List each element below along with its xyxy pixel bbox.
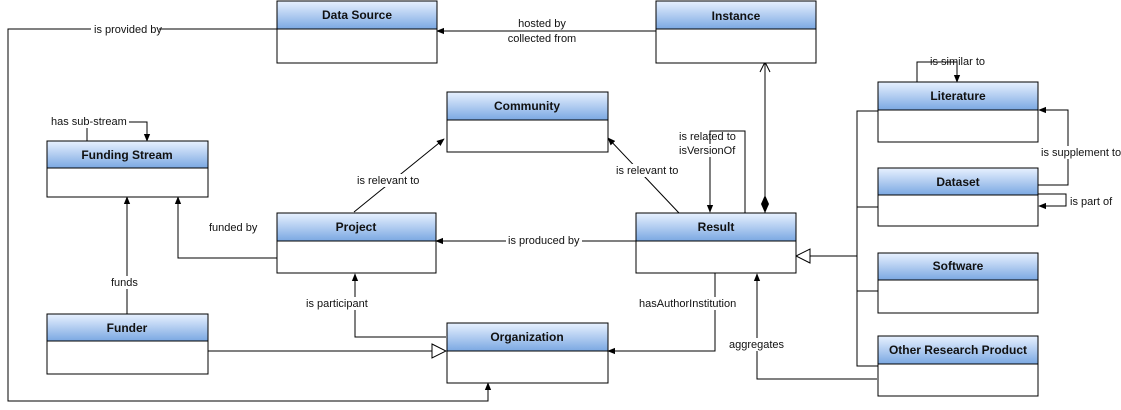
entity-title: Dataset <box>936 175 979 189</box>
entity-funder: Funder <box>46 313 209 375</box>
label-background <box>109 276 147 289</box>
label-is-supplement-to: is supplement to <box>1041 147 1121 159</box>
label-is-relevant-to-project: is relevant to <box>357 175 419 187</box>
label-background <box>1039 146 1121 159</box>
label-background <box>49 115 129 128</box>
entity-literature: Literature <box>877 81 1039 143</box>
label-aggregates: aggregates <box>729 339 785 351</box>
entity-title: Software <box>933 259 984 273</box>
entity-title: Instance <box>712 9 761 23</box>
entity-data-source: Data Source <box>276 0 438 64</box>
label-background <box>506 234 582 247</box>
entity-dataset: Dataset <box>877 167 1039 227</box>
label-is-similar-to: is similar to <box>930 56 985 68</box>
entity-title: Community <box>494 99 560 113</box>
label-is-provided-by: is provided by <box>94 24 162 36</box>
label-background <box>304 297 382 310</box>
label-background <box>637 297 739 310</box>
label-is-version-of: isVersionOf <box>679 145 736 157</box>
entity-funding-stream: Funding Stream <box>46 140 209 198</box>
edge-is-participant <box>351 273 446 338</box>
edge-is-related-to <box>706 130 746 213</box>
entity-title: Other Research Product <box>889 343 1027 357</box>
label-background <box>506 32 580 45</box>
label-funds: funds <box>111 277 138 289</box>
entity-organization: Organization <box>446 322 609 384</box>
entity-other-research-product: Other Research Product <box>877 335 1039 397</box>
label-is-relevant-to-result: is relevant to <box>616 165 678 177</box>
entity-software: Software <box>877 252 1039 314</box>
edge-is-similar-to <box>916 61 961 83</box>
entity-title: Funder <box>107 321 148 335</box>
label-background <box>91 22 159 36</box>
label-background <box>727 338 787 351</box>
entity-title: Result <box>698 220 735 234</box>
edge-has-author-institution <box>607 273 716 355</box>
edges <box>7 27 1069 402</box>
entity-title: Project <box>336 220 377 234</box>
entity-title: Funding Stream <box>81 148 172 162</box>
edge-subtypes-bus <box>856 110 878 367</box>
entity-project: Project <box>276 212 437 274</box>
label-funded-by: funded by <box>209 222 258 234</box>
label-has-sub-stream: has sub-stream <box>51 116 127 128</box>
label-has-author-institution: hasAuthorInstitution <box>639 298 736 310</box>
entity-title: Literature <box>930 89 986 103</box>
entity-title: Organization <box>490 330 563 344</box>
entity-title: Data Source <box>322 8 392 22</box>
label-is-related-to: is related to <box>679 131 736 143</box>
label-is-part-of: is part of <box>1070 196 1113 208</box>
entity-community: Community <box>446 91 609 153</box>
edge-labels: is provided by hosted by collected from … <box>49 18 1121 351</box>
label-hosted-by: hosted by <box>518 18 566 30</box>
edge-aggregates <box>753 273 877 380</box>
entity-instance: Instance <box>655 0 817 64</box>
label-background <box>614 164 682 177</box>
label-collected-from: collected from <box>508 33 576 45</box>
entity-result: Result <box>635 212 797 274</box>
edge-funded-by <box>174 196 277 259</box>
label-is-produced-by: is produced by <box>508 235 580 247</box>
label-background <box>677 144 739 157</box>
label-background <box>355 174 421 187</box>
edge-is-part-of <box>1038 193 1067 210</box>
label-is-participant: is participant <box>306 298 368 310</box>
